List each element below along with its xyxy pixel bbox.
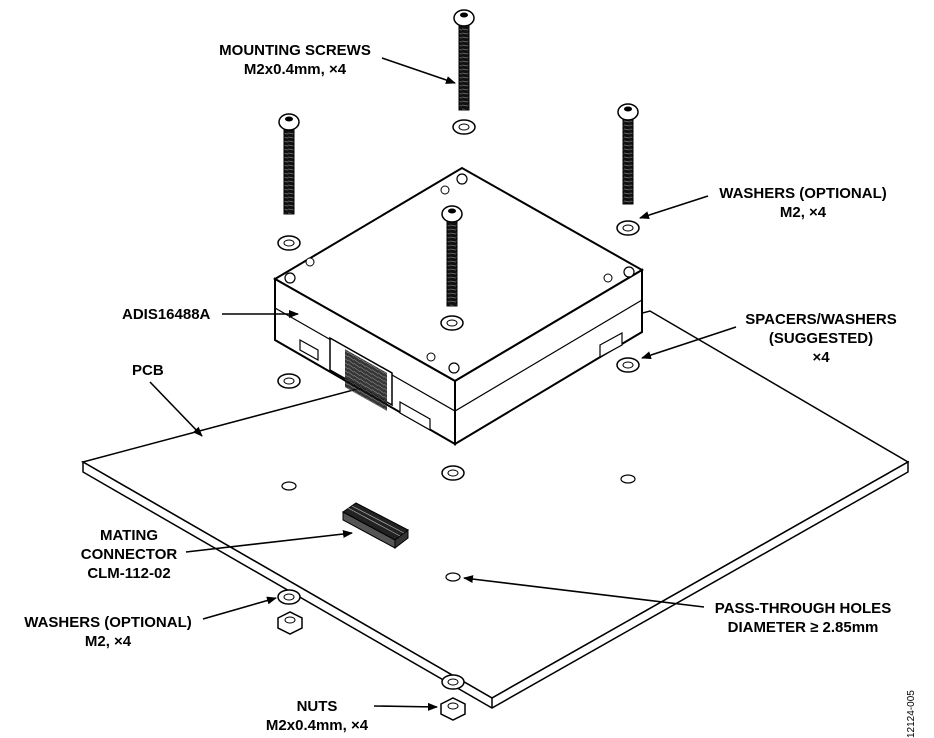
label-pass-through-holes: PASS-THROUGH HOLES DIAMETER ≥ 2.85mm bbox=[700, 599, 906, 637]
label-line: ×4 bbox=[812, 349, 830, 366]
label-line: WASHERS (OPTIONAL) bbox=[24, 614, 192, 631]
label-line: M2x0.4mm, ×4 bbox=[243, 61, 347, 78]
label-spacers-washers: SPACERS/WASHERS (SUGGESTED) ×4 bbox=[726, 310, 916, 367]
washer bbox=[616, 220, 640, 236]
leader-arrows bbox=[149, 57, 737, 711]
label-line: WASHERS (OPTIONAL) bbox=[719, 185, 887, 202]
label-line: (SUGGESTED) bbox=[768, 330, 874, 347]
module-corner-hole bbox=[284, 272, 296, 284]
pcb-hole bbox=[281, 481, 297, 491]
spacer-washer bbox=[616, 357, 640, 373]
label-line: DIAMETER ≥ 2.85mm bbox=[727, 619, 879, 636]
washer bbox=[441, 674, 465, 690]
label-mating-connector: MATING CONNECTOR CLM-112-02 bbox=[74, 526, 184, 583]
label-nuts: NUTS M2x0.4mm, ×4 bbox=[252, 697, 382, 735]
nut bbox=[277, 611, 303, 635]
label-line: ADIS16488A bbox=[122, 306, 211, 323]
mounting-screw bbox=[453, 9, 475, 111]
nut bbox=[440, 697, 466, 721]
spacer-washer bbox=[441, 465, 465, 481]
label-line: MATING bbox=[99, 527, 159, 544]
figure-id: 12124-005 bbox=[906, 690, 917, 738]
label-line: PCB bbox=[132, 362, 164, 379]
label-line: M2, ×4 bbox=[84, 633, 132, 650]
label-adis16488a: ADIS16488A bbox=[122, 305, 210, 324]
label-line: MOUNTING SCREWS bbox=[219, 42, 371, 59]
washer bbox=[277, 235, 301, 251]
label-line: SPACERS/WASHERS bbox=[745, 311, 897, 328]
washer bbox=[452, 119, 476, 135]
label-washers-bottom: WASHERS (OPTIONAL) M2, ×4 bbox=[12, 613, 204, 651]
mounting-screw bbox=[617, 103, 639, 205]
module-corner-hole bbox=[456, 173, 468, 185]
label-washers-top: WASHERS (OPTIONAL) M2, ×4 bbox=[704, 184, 902, 222]
spacer-washer bbox=[277, 373, 301, 389]
adis16488a-module bbox=[273, 166, 644, 446]
module-corner-hole bbox=[448, 362, 460, 374]
label-line: CONNECTOR bbox=[80, 546, 178, 563]
mating-connector bbox=[342, 502, 409, 550]
mounting-screw bbox=[278, 113, 300, 215]
label-pcb: PCB bbox=[132, 361, 164, 380]
mounting-screw bbox=[441, 205, 463, 307]
label-line: NUTS bbox=[296, 698, 338, 715]
washer bbox=[440, 315, 464, 331]
label-line: M2, ×4 bbox=[779, 204, 827, 221]
module-corner-hole bbox=[623, 266, 635, 278]
label-line: PASS-THROUGH HOLES bbox=[714, 600, 892, 617]
label-line: M2x0.4mm, ×4 bbox=[265, 717, 369, 734]
label-mounting-screws: MOUNTING SCREWS M2x0.4mm, ×4 bbox=[200, 41, 390, 79]
washer bbox=[277, 589, 301, 605]
pcb-hole bbox=[620, 474, 636, 484]
label-line: CLM-112-02 bbox=[87, 565, 171, 582]
pcb-hole bbox=[445, 572, 461, 582]
